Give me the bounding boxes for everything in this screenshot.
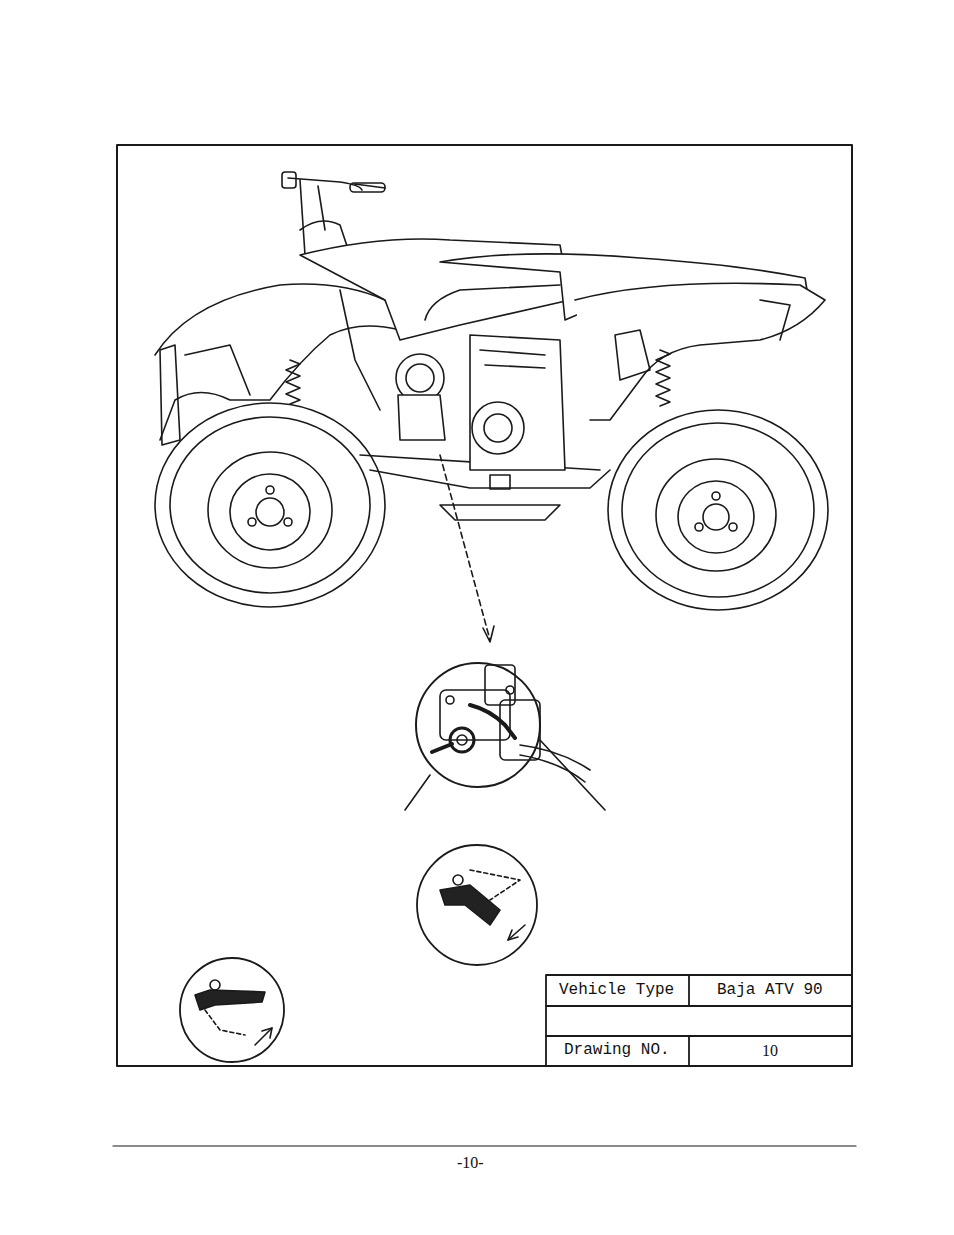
leader-line — [440, 455, 490, 640]
leader-line — [405, 775, 430, 810]
footer-rule — [113, 1145, 856, 1146]
table-cell: 10 — [762, 1042, 778, 1060]
carburetor-detail — [416, 663, 590, 787]
page-number: -10- — [457, 1154, 484, 1172]
table-cell: Baja ATV 90 — [717, 982, 823, 1000]
lever-detail — [417, 845, 537, 965]
atv-drawing — [155, 172, 828, 610]
leader-arrow — [483, 626, 494, 642]
drawing-frame — [117, 145, 852, 1066]
lever-detail — [180, 958, 284, 1062]
table-cell: Drawing NO. — [564, 1042, 670, 1060]
table-cell: Vehicle Type — [559, 982, 674, 1000]
leader-line — [540, 740, 605, 810]
title-block — [546, 975, 852, 1066]
